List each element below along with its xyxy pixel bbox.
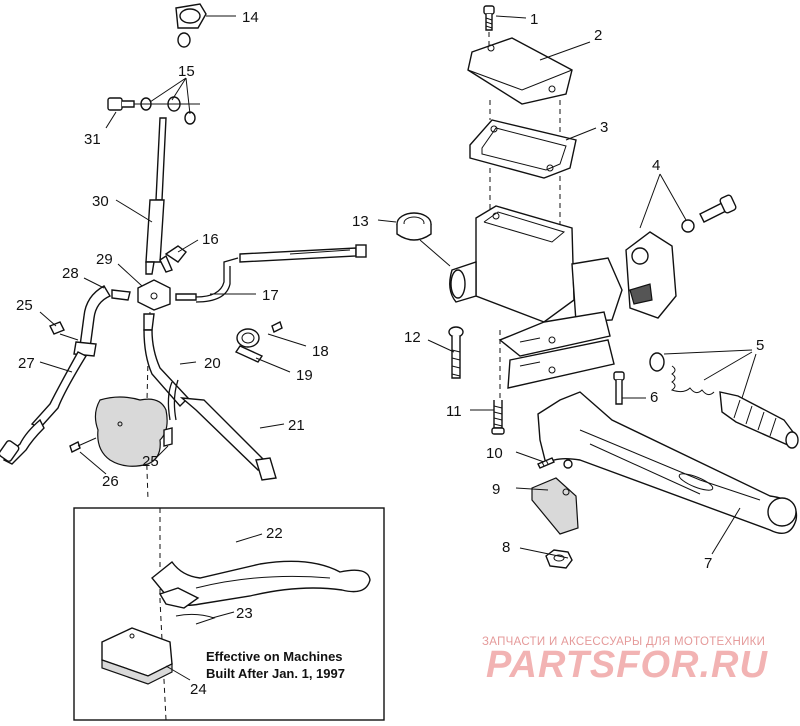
- callout-28: 28: [62, 265, 79, 282]
- callout-30: 30: [92, 193, 109, 210]
- callout-27: 27: [18, 355, 35, 372]
- callout-13: 13: [352, 213, 369, 230]
- callout-14: 14: [242, 9, 259, 26]
- inset-note-line-2: Built After Jan. 1, 1997: [206, 666, 345, 681]
- master-cylinder-body: [449, 168, 623, 400]
- callout-6: 6: [650, 389, 658, 406]
- leader-lines: [39, 15, 757, 681]
- part-26-screw: [69, 437, 97, 453]
- callout-18: 18: [312, 343, 329, 360]
- callout-12: 12: [404, 329, 421, 346]
- brake-line-assembly: [0, 3, 367, 501]
- callout-3: 3: [600, 119, 608, 136]
- part-9-spacer: [531, 477, 579, 535]
- callout-8: 8: [502, 539, 510, 556]
- callout-31: 31: [84, 131, 101, 148]
- part-4-clamp: [625, 194, 737, 319]
- callout-26: 26: [102, 473, 119, 490]
- part-2-cover: [467, 37, 573, 105]
- inset-panel: [73, 507, 385, 721]
- part-6-pivot-bolt: [613, 371, 625, 405]
- part-8-nut: [545, 549, 573, 569]
- part-25-clip-lower: [163, 427, 173, 447]
- callout-25-upper: 25: [16, 297, 33, 314]
- inset-note-line-1: Effective on Machines: [206, 649, 343, 664]
- part-23-bracket: [158, 587, 216, 625]
- part-sealing-patch: [94, 396, 168, 467]
- callout-1: 1: [530, 11, 538, 28]
- part-24-spacer: [101, 627, 173, 685]
- part-11-bolt: [491, 400, 505, 435]
- part-20-brake-line: [143, 313, 189, 421]
- part-5-piston-kit: [649, 352, 799, 449]
- callout-20: 20: [204, 355, 221, 372]
- callout-5: 5: [756, 337, 764, 354]
- part-31-banjo-bolt: [107, 97, 135, 111]
- part-25-clip-upper: [49, 321, 79, 341]
- part-16-fitting: [159, 245, 187, 273]
- part-22-lever: [151, 560, 371, 607]
- callout-21: 21: [288, 417, 305, 434]
- callout-9: 9: [492, 481, 500, 498]
- callout-7: 7: [704, 555, 712, 572]
- part-7-brake-lever: [537, 391, 798, 534]
- part-30-brake-line: [145, 117, 167, 275]
- part-28-brake-line: [73, 285, 131, 357]
- part-29-junction-block: [137, 279, 171, 501]
- part-14-fitting: [175, 3, 207, 48]
- part-12-bolt: [448, 326, 464, 379]
- callout-23: 23: [236, 605, 253, 622]
- part-3-gasket: [469, 100, 577, 179]
- callout-4: 4: [652, 157, 660, 174]
- callout-11: 11: [446, 403, 462, 420]
- callout-2: 2: [594, 27, 602, 44]
- callout-17: 17: [262, 287, 279, 304]
- master-cylinder-assembly: [396, 5, 799, 569]
- part-10-set-screw: [537, 457, 555, 469]
- part-18-screw: [271, 321, 283, 333]
- part-1-screw: [483, 5, 495, 46]
- part-19-clamp: [234, 328, 264, 363]
- inset-effective-note: Effective on Machines Built After Jan. 1…: [206, 648, 376, 682]
- callout-15: 15: [178, 63, 195, 80]
- part-13-boot: [396, 212, 451, 267]
- watermark-tagline: ЗАПЧАСТИ И АКСЕССУАРЫ ДЛЯ МОТОТЕХНИКИ: [482, 636, 766, 648]
- part-15-washers: [128, 96, 200, 125]
- callout-19: 19: [296, 367, 313, 384]
- part-17-brake-line: [175, 244, 367, 303]
- part-21-brake-line: [179, 397, 277, 481]
- callout-25-lower: 25: [142, 453, 159, 470]
- callout-22: 22: [266, 525, 283, 542]
- callout-29: 29: [96, 251, 113, 268]
- callout-16: 16: [202, 231, 219, 248]
- callout-10: 10: [486, 445, 503, 462]
- callout-24: 24: [190, 681, 207, 698]
- callout-labels: 1 2 3 4 5 6 7 8 9 10 11 12 13 14 15 16 1…: [16, 9, 764, 698]
- watermark-logo: PARTSFOR.RU: [486, 644, 768, 686]
- part-27-brake-line: [0, 351, 87, 465]
